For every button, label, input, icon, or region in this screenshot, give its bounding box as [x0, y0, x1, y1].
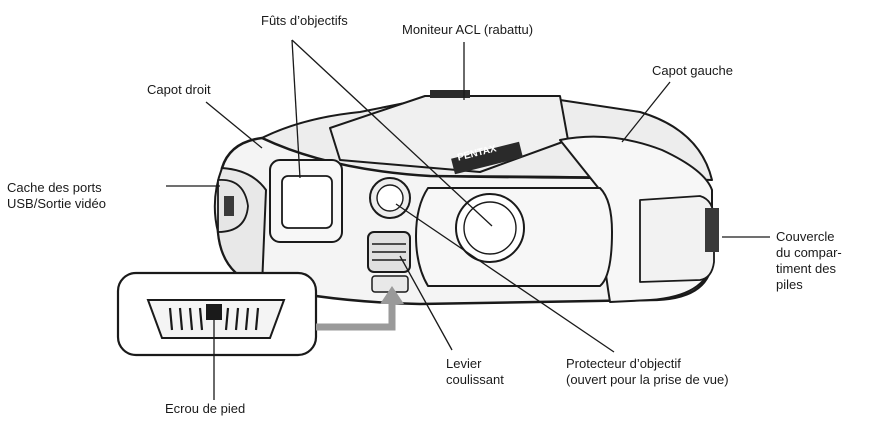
tripod-nut-inset	[116, 271, 318, 357]
label-levier-line1: Levier	[446, 356, 482, 371]
label-ecrou-de-pied: Ecrou de pied	[165, 401, 246, 416]
label-couvercle-line4: piles	[776, 277, 803, 292]
label-capot-gauche: Capot gauche	[652, 63, 733, 78]
label-cache-ports-line2: USB/Sortie vidéo	[7, 196, 106, 211]
inset-arrow	[316, 286, 404, 331]
label-levier-line2: coulissant	[446, 372, 504, 387]
label-protecteur-line2: (ouvert pour la prise de vue)	[566, 372, 729, 387]
label-couvercle-line1: Couvercle	[776, 229, 835, 244]
label-capot-droit: Capot droit	[147, 82, 211, 97]
label-moniteur-acl: Moniteur ACL (rabattu)	[402, 22, 534, 37]
label-couvercle-line3: timent des	[776, 261, 836, 276]
leader-lines	[166, 39, 770, 400]
label-protecteur-line1: Protecteur d’objectif	[566, 356, 681, 371]
label-futs-objectifs: Fûts d’objectifs	[261, 13, 348, 28]
label-cache-ports-line1: Cache des ports	[7, 180, 102, 195]
label-couvercle-line2: du compar-	[776, 245, 842, 260]
